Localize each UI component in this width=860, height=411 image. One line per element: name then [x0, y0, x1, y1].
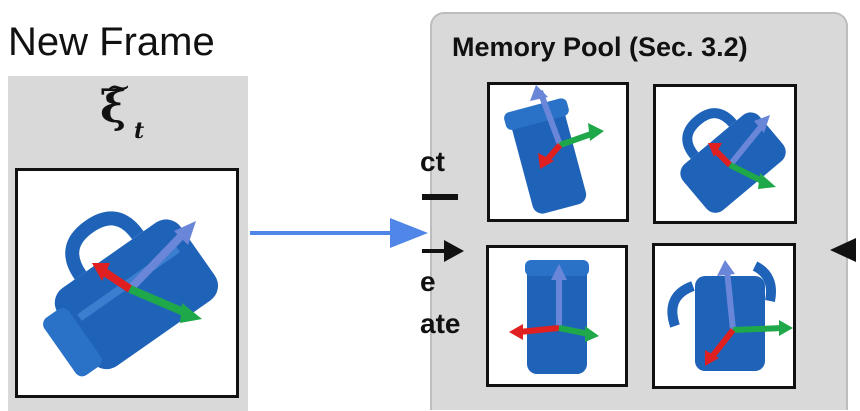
pose-subscript: t: [134, 118, 145, 144]
memory-frame-2: [653, 84, 797, 224]
clipped-bar: [422, 194, 458, 200]
memory-frame-3: [486, 245, 628, 387]
clipped-label-ate: ate: [420, 308, 461, 339]
axis-green-icon: [128, 285, 188, 317]
new-frame-title: New Frame: [8, 20, 215, 64]
new-frame-image: [15, 168, 239, 398]
clipped-label-ct: ct: [420, 146, 445, 177]
right-pointer-icon: [830, 238, 856, 262]
memory-frame-1: [487, 82, 629, 222]
pose-tilde: ~: [106, 70, 132, 105]
left-pointer-icon: [422, 240, 464, 262]
flow-arrow-icon: [250, 218, 428, 248]
pitcher-handle: [65, 211, 144, 280]
pitcher-lip: [43, 308, 102, 377]
clipped-label-e: e: [420, 266, 436, 297]
pose-symbol: ξ: [100, 82, 127, 133]
memory-frame-4: [652, 243, 796, 389]
axis-blue-icon: [127, 228, 189, 292]
memory-pool-title: Memory Pool (Sec. 3.2): [452, 32, 748, 62]
